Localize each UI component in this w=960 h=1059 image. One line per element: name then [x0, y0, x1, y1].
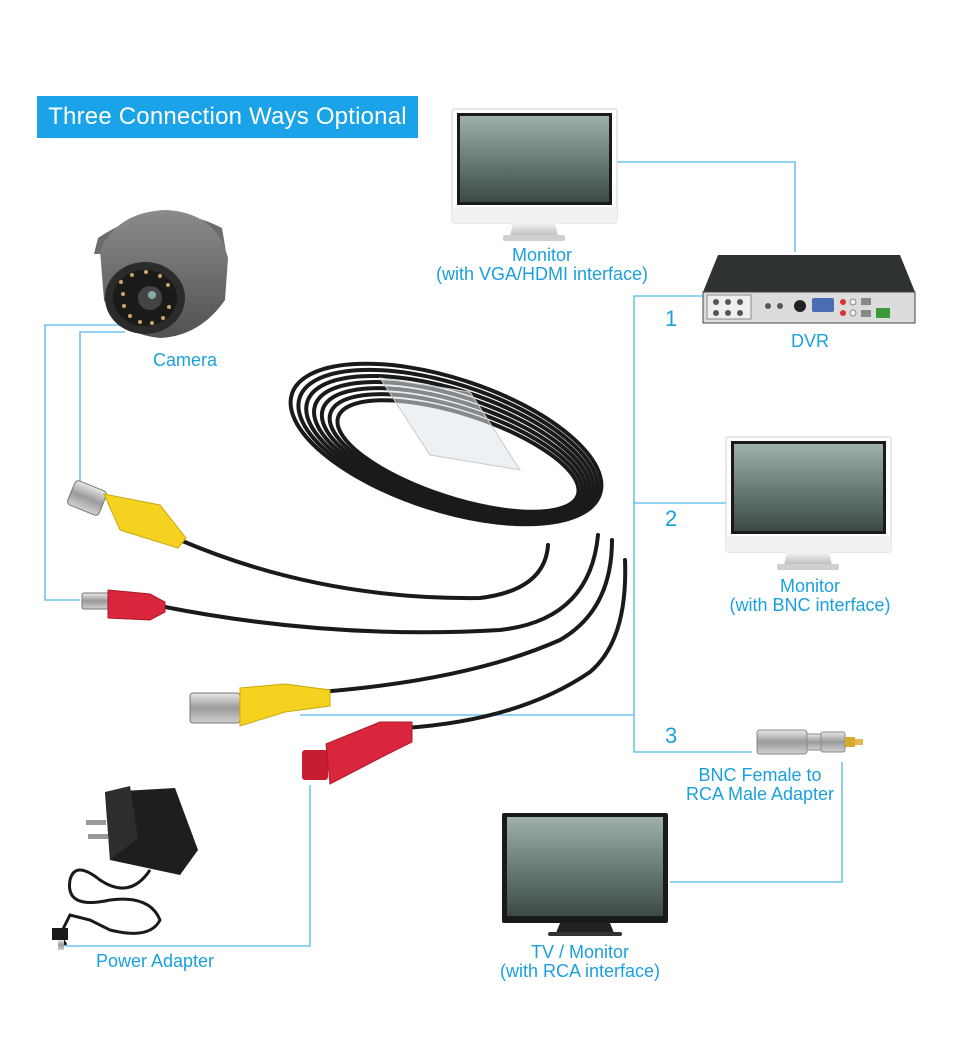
- power-adapter-icon: [52, 786, 198, 950]
- cable-wrap: [378, 377, 522, 471]
- dvr-icon: [702, 255, 916, 324]
- dvr-label: DVR: [790, 331, 829, 351]
- adapter-label: BNC Female to RCA Male Adapter: [660, 766, 860, 804]
- monitor-vga-label-line2: (with VGA/HDMI interface): [435, 264, 649, 284]
- adapter-label-line2: RCA Male Adapter: [685, 784, 835, 804]
- monitor-vga-icon: [451, 108, 618, 241]
- tv-monitor-label: TV / Monitor (with RCA interface): [480, 943, 680, 981]
- option-number-1: 1: [665, 306, 678, 331]
- monitor-vga-label-line1: Monitor: [511, 245, 573, 265]
- option-number-2: 2: [665, 506, 678, 531]
- adapter-label-line1: BNC Female to: [698, 765, 822, 785]
- connector-lines: [44, 161, 843, 947]
- vga-monitor-dvr-line: [617, 161, 796, 252]
- monitor-bnc-label-line2: (with BNC interface): [729, 595, 891, 615]
- monitor-bnc-label-line1: Monitor: [779, 576, 841, 596]
- dome-camera-icon: [94, 210, 228, 338]
- bnc-plug-camera-side: [67, 480, 187, 549]
- dc-jack-dvr-side: [302, 721, 413, 785]
- tv-monitor-label-line2: (with RCA interface): [499, 961, 661, 981]
- dc-plug-camera-side: [81, 589, 166, 621]
- camera-video-line: [79, 331, 125, 495]
- dvr-branch-line-1: [633, 295, 752, 753]
- power-adapter-label: Power Adapter: [95, 951, 215, 971]
- monitor-bnc-label: Monitor (with BNC interface): [710, 577, 910, 615]
- camera-power-line: [44, 324, 125, 601]
- camera-label: Camera: [152, 350, 218, 370]
- monitor-vga-label: Monitor (with VGA/HDMI interface): [420, 246, 664, 284]
- bnc-plug-dvr-side: [189, 683, 331, 727]
- adapter-to-tv-line: [670, 762, 843, 883]
- monitor-bnc-icon: [725, 436, 892, 570]
- power-adapter-line: [65, 785, 311, 947]
- cable-tails: [158, 533, 628, 730]
- tv-monitor-label-line1: TV / Monitor: [530, 942, 630, 962]
- tv-monitor-icon: [502, 813, 668, 936]
- option-number-3: 3: [665, 723, 678, 748]
- bnc-rca-adapter-icon: [756, 729, 863, 755]
- title-banner: Three Connection Ways Optional: [37, 96, 418, 138]
